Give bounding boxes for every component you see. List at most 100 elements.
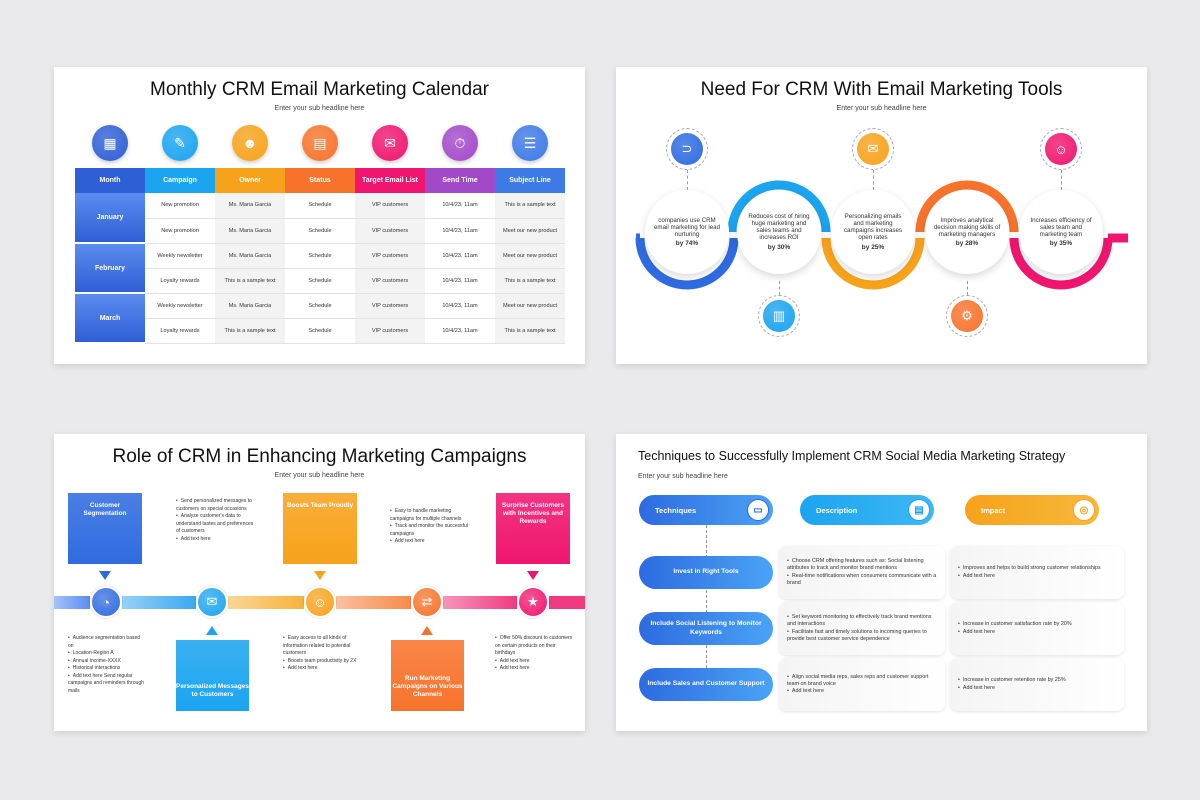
feature-card: Surprise Customers with Incentives and R…	[496, 493, 570, 564]
campaign-icon: ✎	[162, 125, 198, 161]
column-header: Subject Line	[495, 168, 565, 193]
table-cell: This is a sample text	[215, 268, 285, 294]
table-cell: 10/4/23, 11am	[425, 318, 495, 344]
status-icon: ▤	[302, 125, 338, 161]
stat-bubble: Improves analytical decision making skil…	[925, 190, 1009, 274]
feature-card: Run Marketing Campaigns on Various Chann…	[391, 640, 464, 711]
bullet-item: Add text here	[283, 665, 359, 673]
slide-subtitle: Enter your sub headline here	[836, 105, 927, 112]
column-header: Send Time	[425, 168, 495, 193]
column-header: Month	[75, 168, 145, 193]
table-cell: VIP customers	[355, 193, 425, 219]
table-cell: Ms. Maria Garcia	[215, 193, 285, 219]
down-arrow	[527, 571, 539, 580]
stat-bubble: Personalizing emails and marketing campa…	[831, 190, 915, 274]
arc-segment	[1009, 237, 1113, 290]
team-icon: ☺	[304, 586, 336, 618]
table-cell: Ms. Maria Garcia	[215, 243, 285, 269]
description-list: Choose CRM offering features such as: So…	[787, 558, 937, 586]
connector-line	[779, 281, 780, 295]
impact-item: Add text here	[958, 685, 1066, 692]
bullet-item: Track and monitor the successful campaig…	[390, 523, 468, 538]
email-icon: ✉	[857, 133, 889, 165]
arc-segment	[635, 237, 739, 290]
connector-line	[687, 170, 688, 190]
connector-line	[873, 170, 874, 190]
card-label: Surprise Customers with Incentives and R…	[501, 502, 565, 526]
bullet-item: Easy to handle marketing campaigns for m…	[390, 508, 468, 523]
bullet-list: Audience segmentation based onLocation-R…	[68, 635, 144, 695]
down-arrow	[99, 571, 111, 580]
slide-title: Monthly CRM Email Marketing Calendar	[150, 79, 489, 100]
stat-value: by 74%	[675, 239, 699, 247]
month-cell: February	[75, 243, 145, 294]
up-arrow	[206, 626, 218, 635]
technique-label: Include Social Listening to Monitor Keyw…	[650, 620, 762, 636]
document-icon: ▤	[908, 499, 930, 521]
team-icon: ☺	[1045, 133, 1077, 165]
stat-bubble: companies use CRM email marketing for le…	[645, 190, 729, 274]
description-item: Set keyword monitoring to effectively tr…	[787, 614, 937, 628]
column-header: Impact◎	[965, 495, 1099, 525]
channels-icon: ⇄	[411, 586, 443, 618]
table-cell: Schedule	[285, 193, 355, 219]
bullet-item: Add text here	[176, 536, 256, 544]
table-cell: This is a sample text	[495, 193, 565, 219]
table-cell: 10/4/23, 11am	[425, 243, 495, 269]
description-item: Choose CRM offering features such as: So…	[787, 558, 937, 572]
slide-subtitle: Enter your sub headline here	[274, 472, 365, 479]
column-header: Owner	[215, 168, 285, 193]
stat-value: by 25%	[861, 243, 885, 251]
table-cell: Schedule	[285, 218, 355, 244]
up-arrow	[421, 626, 433, 635]
slide-subtitle: Enter your sub headline here	[274, 105, 365, 112]
description-box: Align social media reps, sales reps and …	[779, 658, 945, 711]
stat-text: Increases efficiency of sales team and m…	[1030, 216, 1092, 238]
feature-card: Personalized Messages to Customers	[176, 640, 249, 711]
column-header: Status	[285, 168, 355, 193]
bullet-item: Analyze customer's data to understand ta…	[176, 513, 256, 536]
description-item: Real-time notifications when consumers c…	[787, 573, 937, 587]
table-cell: 10/4/23, 11am	[425, 193, 495, 219]
slide-title: Role of CRM in Enhancing Marketing Campa…	[112, 446, 527, 467]
bullet-item: Historical interactions	[68, 665, 144, 673]
bullet-list: Easy to handle marketing campaigns for m…	[390, 508, 468, 546]
slide-crm-calendar: Monthly CRM Email Marketing Calendar Ent…	[54, 67, 585, 364]
description-box: Set keyword monitoring to effectively tr…	[779, 602, 945, 655]
decision-icon: ⚙	[951, 300, 983, 332]
timeline-segment	[122, 596, 196, 609]
table-cell: VIP customers	[355, 318, 425, 344]
icon-badge: ⚙	[946, 295, 988, 337]
chart-icon: ▥	[763, 300, 795, 332]
stat-value: by 28%	[955, 239, 979, 247]
table-cell: Loyalty rewards	[145, 318, 215, 344]
arc-segment	[727, 180, 831, 233]
table-cell: 10/4/23, 11am	[425, 218, 495, 244]
technique-label: Include Sales and Customer Support	[647, 680, 765, 688]
description-item: Align social media reps, sales reps and …	[787, 674, 937, 688]
table-cell: Meet our new product	[495, 293, 565, 319]
month-cell: January	[75, 193, 145, 244]
bullet-item: Offer 50% discount to customers on certa…	[495, 635, 575, 658]
table-cell: 10/4/23, 11am	[425, 293, 495, 319]
bullet-item: Add text here	[495, 665, 575, 673]
table-cell: New promotion	[145, 193, 215, 219]
bullet-item: Add text here	[390, 538, 468, 546]
arc-segment	[915, 180, 1019, 233]
technique-item: Include Sales and Customer Support	[639, 668, 773, 701]
slide-subtitle: Enter your sub headline here	[638, 473, 728, 480]
table-cell: This is a sample text	[495, 318, 565, 344]
month-cell: March	[75, 293, 145, 344]
bullet-item: Location-Region A	[68, 650, 144, 658]
time-icon: ⏱	[442, 125, 478, 161]
bullet-item: Add text here Send regular campaigns and…	[68, 673, 144, 696]
description-item: Facilitate fast and timely solutions to …	[787, 629, 937, 643]
bullet-list: Send personalized messages to customers …	[176, 498, 256, 543]
magnet-icon: ⊃	[671, 133, 703, 165]
